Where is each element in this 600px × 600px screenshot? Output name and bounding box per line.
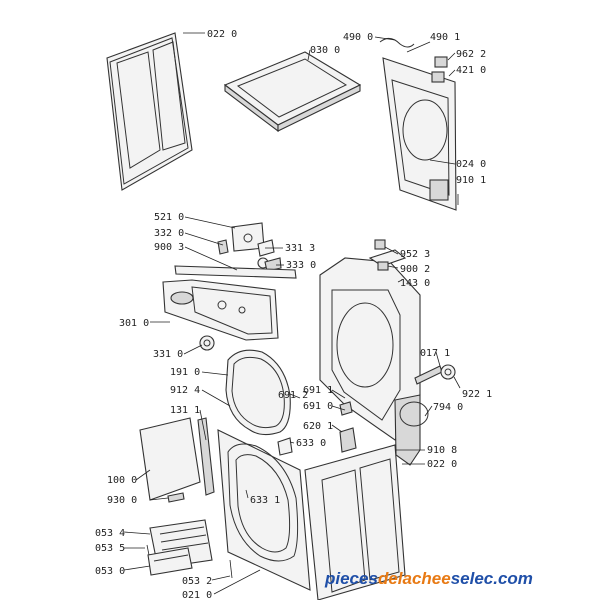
label-131-1: 131 1 xyxy=(170,405,200,416)
drum-cabinet xyxy=(319,239,421,466)
watermark-part-1: pieces xyxy=(324,569,378,588)
top-lid-0300 xyxy=(223,51,362,133)
label-794-0: 794 0 xyxy=(433,402,463,413)
door-seal-1910 xyxy=(225,349,291,436)
rear-panel-0220 xyxy=(106,32,193,191)
label-900-3: 900 3 xyxy=(154,242,184,253)
label-490-0: 490 0 xyxy=(343,32,373,43)
back-panel xyxy=(379,38,459,211)
watermark-part-2: delachee xyxy=(378,569,451,588)
filter-drawer xyxy=(146,492,233,579)
label-030-0: 030 0 xyxy=(310,45,340,56)
label-962-2: 962 2 xyxy=(456,49,486,60)
label-022-0-top: 022 0 xyxy=(207,29,237,40)
site-watermark: piecesdelacheeselec.com xyxy=(324,569,533,588)
watermark-part-3: selec xyxy=(451,569,494,588)
label-620-1: 620 1 xyxy=(303,421,333,432)
label-691-1: 691 1 xyxy=(303,385,333,396)
label-301-0: 301 0 xyxy=(119,318,149,329)
label-691-0: 691 0 xyxy=(303,401,333,412)
label-053-2: 053 2 xyxy=(182,576,212,587)
control-panel-3010 xyxy=(162,279,279,341)
label-053-5: 053 5 xyxy=(95,543,125,554)
label-421-0: 421 0 xyxy=(456,65,486,76)
label-332-0: 332 0 xyxy=(154,228,184,239)
leader-lines xyxy=(123,32,461,595)
label-912-4: 912 4 xyxy=(170,385,200,396)
label-022-0-bottom: 022 0 xyxy=(427,459,457,470)
belt-7940 xyxy=(399,401,429,427)
label-143-0: 143 0 xyxy=(400,278,430,289)
side-panel-0220b xyxy=(304,444,406,600)
knob-3310 xyxy=(199,335,215,351)
label-191-0: 191 0 xyxy=(170,367,200,378)
label-053-4: 053 4 xyxy=(95,528,125,539)
label-910-8: 910 8 xyxy=(427,445,457,456)
label-900-2: 900 2 xyxy=(400,264,430,275)
label-633-0: 633 0 xyxy=(296,438,326,449)
label-053-0: 053 0 xyxy=(95,566,125,577)
label-021-0: 021 0 xyxy=(182,590,212,600)
label-521-0: 521 0 xyxy=(154,212,184,223)
label-633-1: 633 1 xyxy=(250,495,280,506)
door-1000 xyxy=(139,417,215,501)
label-922-1: 922 1 xyxy=(462,389,492,400)
label-910-1: 910 1 xyxy=(456,175,486,186)
label-017-1: 017 1 xyxy=(420,348,450,359)
label-331-0: 331 0 xyxy=(153,349,183,360)
label-930-0: 930 0 xyxy=(107,495,137,506)
label-100-0: 100 0 xyxy=(107,475,137,486)
label-333-0: 333 0 xyxy=(286,260,316,271)
label-024-0: 024 0 xyxy=(456,159,486,170)
watermark-part-4: .com xyxy=(493,569,533,588)
part-labels: 022 0 030 0 490 0 490 1 962 2 421 0 024 … xyxy=(95,29,492,600)
label-490-1: 490 1 xyxy=(430,32,460,43)
label-952-3: 952 3 xyxy=(400,249,430,260)
label-691-2: 691 2 xyxy=(278,390,308,401)
label-331-3: 331 3 xyxy=(285,243,315,254)
front-panel-0210 xyxy=(217,429,311,591)
shaft-assembly xyxy=(414,364,456,385)
